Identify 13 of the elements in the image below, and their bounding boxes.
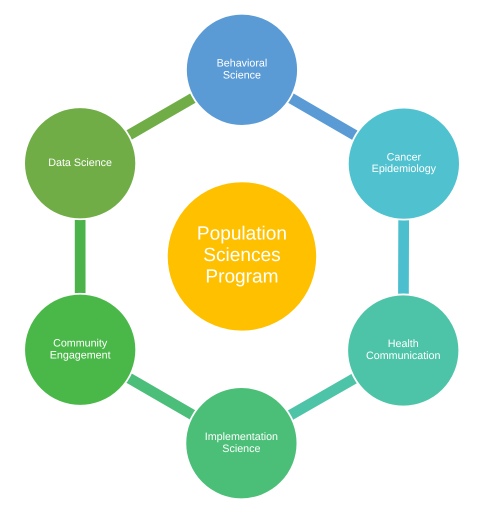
connector [126, 372, 195, 420]
node-circle: Implementation Science [184, 386, 298, 500]
connector [287, 373, 356, 420]
connector [126, 93, 196, 140]
node-circle: Community Engagement [22, 292, 137, 406]
node-circle: Health Communication [346, 293, 460, 407]
connector [398, 219, 409, 294]
connector [287, 92, 358, 140]
node-circle: Data Science [22, 106, 137, 220]
node-circle: Cancer Epidemiology [346, 106, 460, 220]
node-circle: Population Sciences Program [165, 180, 318, 332]
node-circle: Behavioral Science [184, 12, 298, 126]
connector [74, 219, 86, 293]
